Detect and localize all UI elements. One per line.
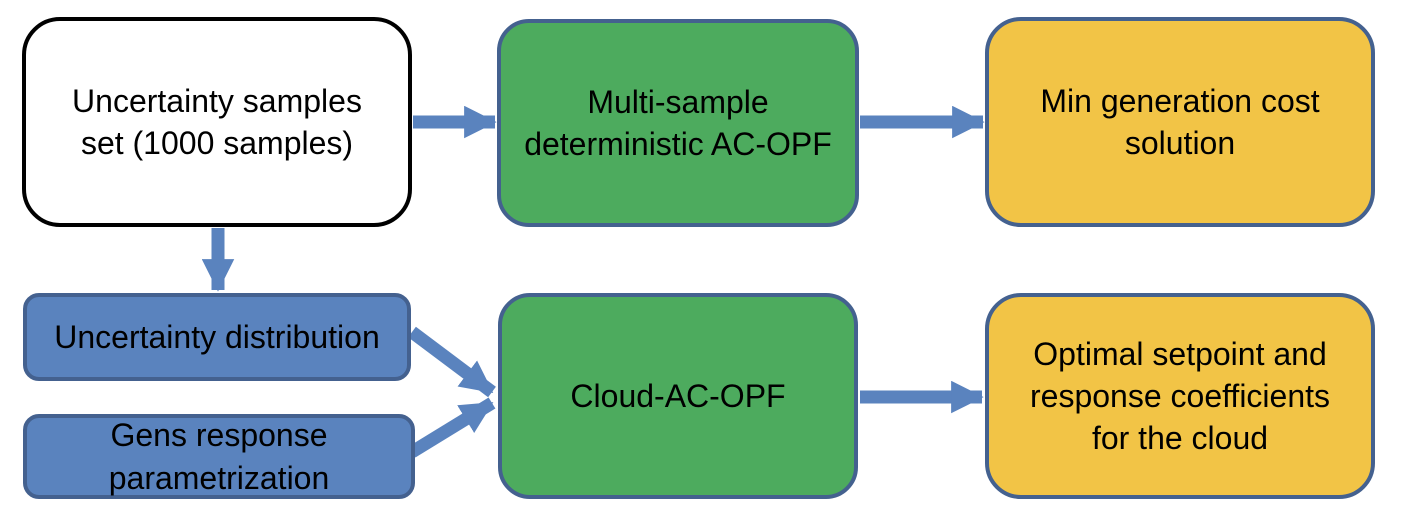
node-cloud-acopf: Cloud-AC-OPF xyxy=(498,293,858,499)
node-uncertainty-distribution: Uncertainty distribution xyxy=(23,293,411,381)
node-uncertainty-distribution-label: Uncertainty distribution xyxy=(54,318,380,355)
node-uncertainty-samples-set: Uncertainty samples set (1000 samples) xyxy=(22,17,412,227)
node-optimal-setpoint-response-coefficients: Optimal setpoint and response coefficien… xyxy=(985,293,1375,499)
arrow-distribution-to-cloud xyxy=(408,326,496,398)
node-gens-response-parametrization: Gens response parametrization xyxy=(23,414,415,499)
node-uncertainty-samples-set-label: Uncertainty samples set (1000 samples) xyxy=(72,82,362,161)
node-min-generation-cost-solution-label: Min generation cost solution xyxy=(1040,82,1320,161)
node-multi-sample-deterministic-acopf-label: Multi-sample deterministic AC-OPF xyxy=(524,83,832,162)
node-cloud-acopf-label: Cloud-AC-OPF xyxy=(570,377,786,414)
arrow-gens-to-cloud xyxy=(408,397,496,458)
node-multi-sample-deterministic-acopf: Multi-sample deterministic AC-OPF xyxy=(497,19,859,227)
node-optimal-setpoint-response-coefficients-label: Optimal setpoint and response coefficien… xyxy=(1029,335,1331,457)
node-gens-response-parametrization-label: Gens response parametrization xyxy=(108,417,330,496)
node-min-generation-cost-solution: Min generation cost solution xyxy=(985,17,1375,227)
